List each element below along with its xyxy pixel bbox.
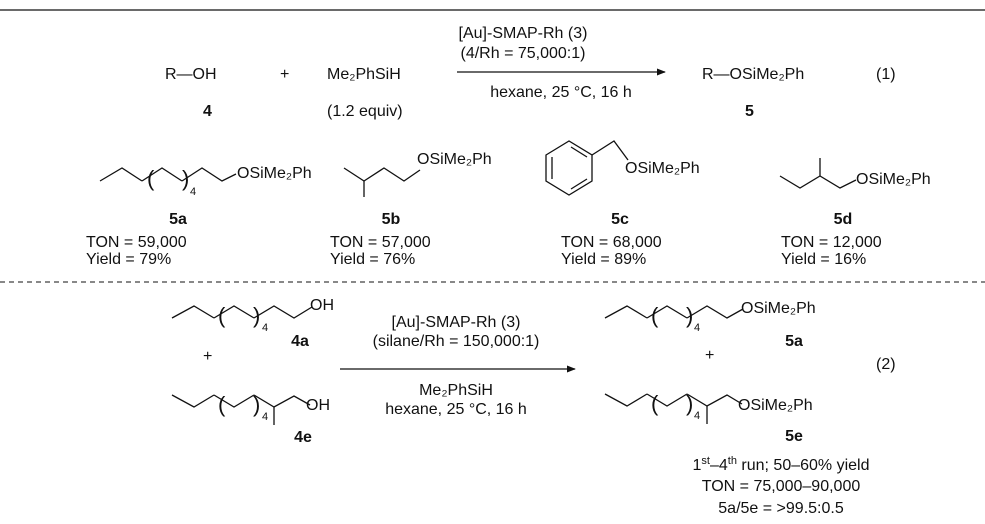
yield-value: Yield = 76% — [330, 251, 415, 268]
catalyst-number: 3 — [506, 314, 515, 331]
chain-5a — [141, 167, 183, 182]
ton-value: TON = 68,000 — [561, 234, 662, 251]
repeat-bracket: ( — [218, 303, 226, 328]
chain-4e-end — [253, 394, 311, 408]
substrate-r-oh: R—OH — [165, 66, 217, 83]
conditions-1: hexane, 25 °C, 16 h — [490, 84, 632, 101]
chain-4e — [213, 394, 255, 408]
ton-range: TON = 75,000–90,000 — [702, 478, 861, 495]
compound-id: 5a — [169, 211, 187, 228]
plus-sign: + — [705, 347, 714, 364]
chain-5e-end — [686, 393, 743, 407]
repeat-bracket: ( — [218, 392, 226, 417]
yield-value: Yield = 16% — [781, 251, 866, 268]
benzene-ring — [545, 140, 593, 196]
catalyst-paren-close: ) — [515, 314, 520, 331]
catalyst-paren-open: ( — [501, 314, 507, 331]
structure-4e — [171, 394, 215, 408]
plus-sign: + — [280, 66, 289, 83]
reaction-2: ( ) 4 OH 4a + ( ) 4 OH 4e [Au]-SMAP-Rh (… — [171, 297, 896, 517]
aromatic-double-bond — [570, 178, 588, 190]
group-label: OH — [306, 397, 330, 414]
chain-4a — [213, 305, 255, 319]
chain-5a-product-end — [686, 305, 744, 319]
chain-5a-product — [646, 305, 688, 319]
plus-sign: + — [203, 348, 212, 365]
reaction-1: R—OH 4 + Me₂PhSiH (1.2 equiv) [Au]-SMAP-… — [165, 25, 896, 120]
catalyst-label: [Au]-SMAP-Rh (3) — [459, 25, 588, 42]
product-5a: ( ) 4 OSiMe₂Ph 5a TON = 59,000 Yield = 7… — [86, 165, 312, 268]
chain-5e — [646, 393, 688, 407]
product-5c: OSiMe₂Ph 5c TON = 68,000 Yield = 89% — [545, 140, 700, 268]
repeat-bracket: ) — [686, 303, 693, 328]
group-label: OSiMe₂Ph — [741, 300, 816, 317]
compound-id: 4a — [291, 333, 309, 350]
yield-value: Yield = 89% — [561, 251, 646, 268]
repeat-count: 4 — [262, 411, 268, 423]
group-label: OH — [310, 297, 334, 314]
structure-5a — [99, 167, 143, 182]
conditions-2: hexane, 25 °C, 16 h — [385, 401, 527, 418]
selectivity: 5a/5e = >99.5:0.5 — [718, 500, 844, 517]
repeat-bracket: ) — [686, 391, 693, 416]
group-label: OSiMe₂Ph — [237, 165, 312, 182]
structure-4a — [171, 305, 215, 319]
substrate-id: 4 — [203, 103, 212, 120]
catalyst-label: [Au]-SMAP-Rh (3) — [392, 314, 521, 331]
product-id: 5 — [745, 103, 754, 120]
catalyst-paren-close: ) — [582, 25, 587, 42]
compound-id: 5c — [611, 211, 629, 228]
product-5d: OSiMe₂Ph 5d TON = 12,000 Yield = 16% — [779, 158, 931, 268]
equation-label-1: (1) — [876, 66, 896, 83]
chain-5a-end — [181, 167, 237, 182]
run-summary: 1st–4th run; 50–60% yield — [693, 455, 870, 474]
catalyst-number: 3 — [573, 25, 582, 42]
compound-id: 5d — [834, 211, 853, 228]
ton-value: TON = 59,000 — [86, 234, 187, 251]
catalyst-name: [Au]-SMAP-Rh — [459, 25, 564, 42]
compound-id: 5a — [785, 333, 803, 350]
silane-equiv: (1.2 equiv) — [327, 103, 403, 120]
aromatic-double-bond — [570, 146, 588, 158]
group-label: OSiMe₂Ph — [856, 171, 931, 188]
benzylic-bond — [591, 140, 629, 161]
ton-value: TON = 12,000 — [781, 234, 882, 251]
structure-5a-product — [604, 305, 648, 319]
silane-reagent: Me₂PhSiH — [327, 66, 401, 83]
structure-5d — [779, 175, 857, 189]
repeat-bracket: ( — [651, 303, 659, 328]
repeat-count: 4 — [694, 410, 700, 422]
group-label: OSiMe₂Ph — [625, 160, 700, 177]
repeat-count: 4 — [694, 322, 700, 334]
group-label: OSiMe₂Ph — [417, 151, 492, 168]
silane-reagent: Me₂PhSiH — [419, 382, 493, 399]
yield-value: Yield = 79% — [86, 251, 171, 268]
repeat-bracket: ( — [147, 166, 155, 191]
chain-4a-end — [253, 305, 313, 319]
compound-id: 5e — [785, 428, 803, 445]
catalyst-ratio: (4/Rh = 75,000:1) — [461, 45, 586, 62]
repeat-bracket: ( — [651, 391, 659, 416]
ton-value: TON = 57,000 — [330, 234, 431, 251]
repeat-bracket: ) — [253, 392, 260, 417]
repeat-count: 4 — [190, 186, 196, 198]
repeat-bracket: ) — [253, 303, 260, 328]
group-label: OSiMe₂Ph — [738, 397, 813, 414]
catalyst-name: [Au]-SMAP-Rh — [392, 314, 497, 331]
structure-5b — [343, 167, 421, 182]
product-5b: OSiMe₂Ph 5b TON = 57,000 Yield = 76% — [330, 151, 492, 268]
equation-label-2: (2) — [876, 356, 896, 373]
structure-5e — [604, 393, 648, 407]
product-r-osi: R—OSiMe₂Ph — [702, 66, 804, 83]
compound-id: 5b — [382, 211, 401, 228]
repeat-count: 4 — [262, 322, 268, 334]
compound-id: 4e — [294, 429, 312, 446]
catalyst-paren-open: ( — [568, 25, 574, 42]
catalyst-ratio: (silane/Rh = 150,000:1) — [373, 333, 540, 350]
